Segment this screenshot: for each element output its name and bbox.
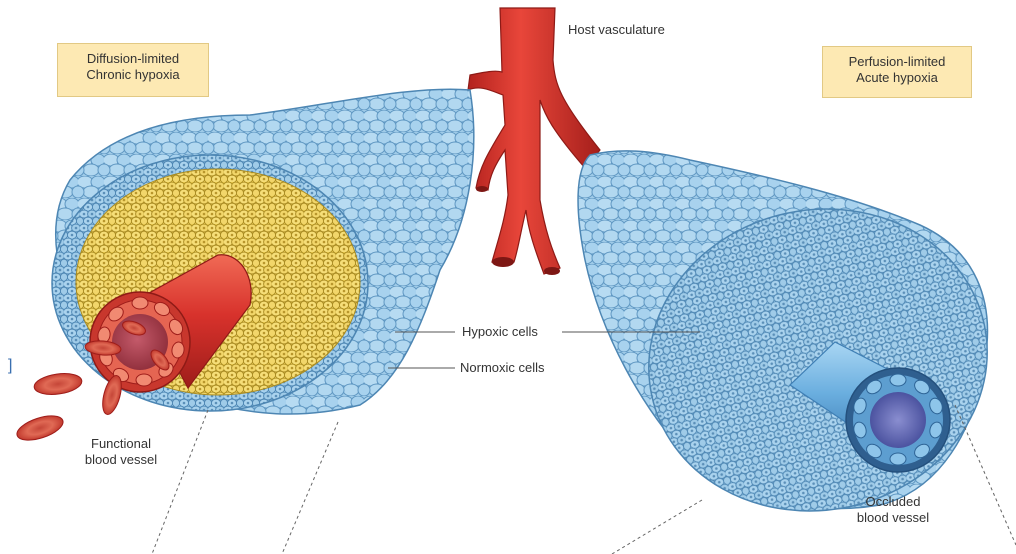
perfusion-limited-tumour	[578, 151, 1015, 542]
diffusion-limited-label: Diffusion-limited Chronic hypoxia	[57, 43, 209, 97]
functional-blood-vessel-label: Functional blood vessel	[66, 436, 176, 468]
functional-label-line1: Functional	[66, 436, 176, 452]
red-blood-cell	[14, 411, 66, 445]
occluded-label-line1: Occluded	[838, 494, 948, 510]
diffusion-limited-tumour	[14, 89, 474, 445]
edge-bracket-mark: ]	[8, 357, 12, 374]
occluded-blood-vessel-label: Occluded blood vessel	[838, 494, 948, 526]
normoxic-cells-label: Normoxic cells	[460, 360, 545, 376]
red-blood-cell	[99, 374, 125, 417]
perfusion-limited-label: Perfusion-limited Acute hypoxia	[822, 46, 972, 98]
vessel-end-right	[544, 267, 560, 275]
vessel-end-left	[492, 257, 514, 267]
perfusion-limited-title: Perfusion-limited	[831, 54, 963, 70]
acute-hypoxia-subtitle: Acute hypoxia	[831, 70, 963, 86]
hypoxic-cells-label: Hypoxic cells	[462, 324, 538, 340]
occluded-label-line2: blood vessel	[838, 510, 948, 526]
diffusion-limited-title: Diffusion-limited	[66, 51, 200, 67]
vessel-end-small	[476, 186, 488, 192]
red-blood-cell	[33, 371, 83, 397]
functional-label-line2: blood vessel	[66, 452, 176, 468]
host-vasculature-label: Host vasculature	[568, 22, 665, 38]
chronic-hypoxia-subtitle: Chronic hypoxia	[66, 67, 200, 83]
